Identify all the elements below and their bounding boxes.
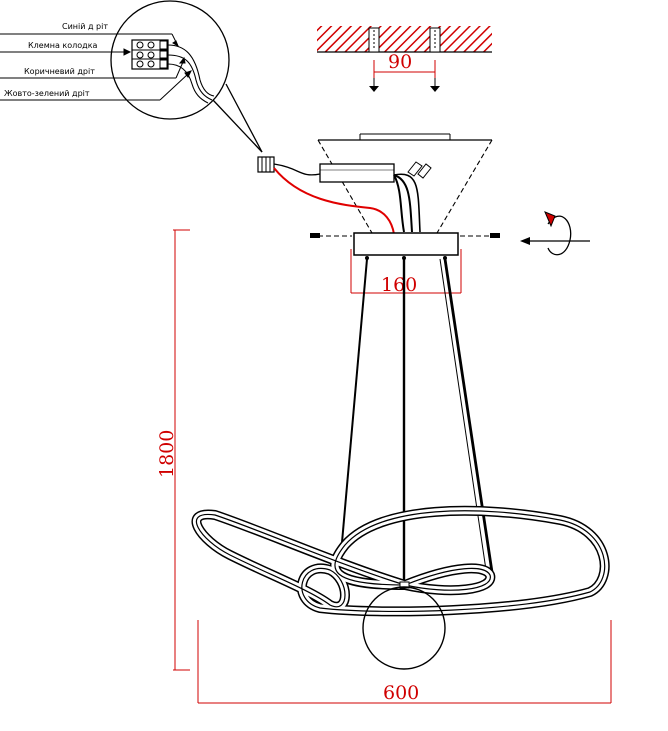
label-yellow-green-wire: Жовто-зелений дріт	[4, 89, 90, 98]
lamp-ribbon	[191, 505, 610, 617]
terminal-block-icon	[131, 39, 215, 104]
dimension-600: 600	[197, 620, 612, 704]
label-terminal-block: Клемна колодка	[28, 41, 98, 50]
dimension-label-90: 90	[388, 51, 412, 73]
ceiling-mount: 90	[317, 26, 492, 92]
wiring-detail: Синій д ріт Клемна колодка Коричневий др…	[0, 0, 263, 153]
screw-right-icon	[490, 233, 500, 238]
ceiling-hatch	[317, 26, 492, 52]
dimension-label-600: 600	[383, 682, 419, 704]
led-driver	[319, 161, 432, 233]
dimension-label-1800: 1800	[156, 430, 178, 478]
ceiling-plate	[310, 232, 500, 260]
rotate-icon	[520, 211, 590, 256]
dimension-label-160: 160	[381, 274, 417, 296]
suspension-cables	[339, 258, 494, 584]
mains-wire	[257, 156, 395, 235]
label-blue-wire: Синій д ріт	[62, 22, 108, 31]
canopy-outline	[317, 133, 493, 234]
label-brown-wire: Коричневий дріт	[24, 67, 95, 76]
dimension-1800: 1800	[156, 229, 190, 671]
screw-left-icon	[310, 233, 320, 238]
dimension-90: 90	[373, 51, 436, 78]
anchor-right-icon	[429, 27, 441, 92]
detail-circle	[110, 0, 230, 120]
glass-globe	[362, 581, 446, 670]
dimension-160: 160	[350, 249, 462, 296]
wire-leaders	[0, 33, 192, 101]
